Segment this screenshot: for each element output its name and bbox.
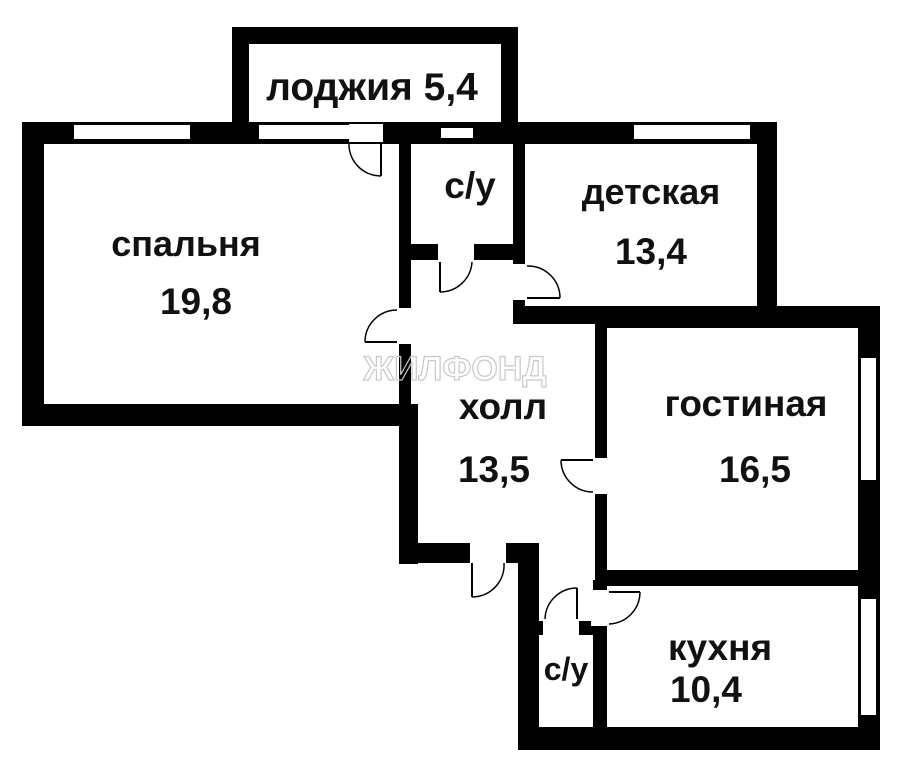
bedroom-area: 19,8 [160,281,232,322]
living-wall-top [595,306,880,328]
hall-wall-left [399,404,418,564]
top-outer-wall [22,122,777,144]
living-name: гостиная [665,383,828,424]
door-hall-bedroom [364,308,413,344]
nursery-area: 13,4 [615,231,687,272]
bath-top-vent [439,126,475,140]
room-labels: лоджия 5,4 с/у детская 13,4 спальня 19,8… [111,66,827,710]
nursery-wall-right [757,122,777,318]
door-bedroom-loggia [348,124,383,177]
bedroom-wall-left [22,122,44,424]
watermark: ЖИЛФОНД [362,350,546,388]
hall-area: 13,5 [458,449,530,490]
door-bath-bottom [543,587,579,637]
bedroom-window [72,123,192,141]
kitchen-name: кухня [668,627,772,668]
living-window [859,356,878,482]
bedroom-hall-wall [399,140,411,426]
bottom-outer-wall [518,727,880,750]
bedroom-wall-bottom [22,404,418,426]
doors [348,124,641,637]
living-kitchen-wall [595,570,880,586]
hall-name: холл [459,386,547,427]
door-entrance [470,541,506,598]
nursery-window [632,123,752,141]
living-wall-left [595,306,607,580]
hall-wall-bottom-right [518,543,539,750]
door-kitchen [591,590,641,626]
door-bath-top [438,242,474,293]
kitchen-window [859,597,878,717]
loggia-label: лоджия 5,4 [266,66,478,109]
bath-top-label: с/у [444,165,496,206]
door-hall-living [560,458,609,494]
kitchen-area: 10,4 [670,669,742,710]
bedroom-name: спальня [111,223,261,264]
loggia-wall-right [501,27,518,123]
door-hall-nursery [511,264,561,300]
bath-top-wall-right [513,140,525,262]
nursery-name: детская [582,171,721,212]
bath-bottom-label: с/у [544,651,589,687]
loggia-wall-top [232,27,518,44]
loggia-wall-left [232,27,249,123]
living-area: 16,5 [719,449,791,490]
